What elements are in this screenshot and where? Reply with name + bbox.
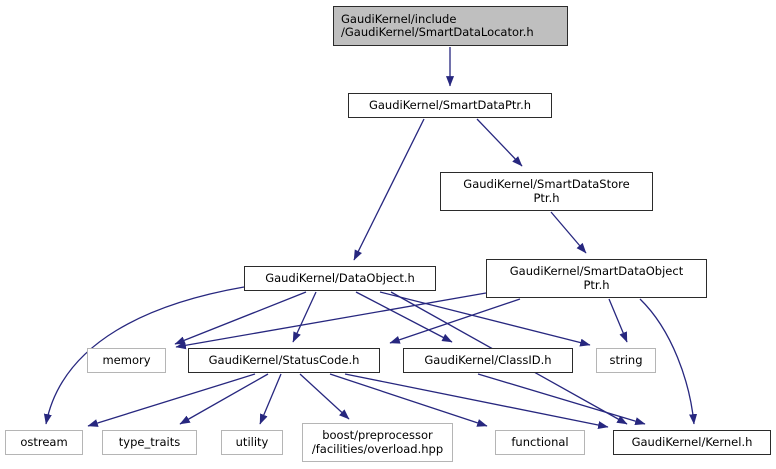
graph-node-memory[interactable]: memory <box>87 348 166 373</box>
edge-statuscode-to-kernel <box>344 373 609 429</box>
edge-smartdataobject-to-statuscode <box>389 298 521 344</box>
graph-node-statuscode[interactable]: GaudiKernel/StatusCode.h <box>188 348 380 373</box>
graph-node-classid[interactable]: GaudiKernel/ClassID.h <box>403 348 573 373</box>
graph-node-kernel[interactable]: GaudiKernel/Kernel.h <box>613 430 771 455</box>
edge-smartdataptr-to-dataobject <box>353 118 425 261</box>
edge-dataobject-to-classid <box>355 291 453 343</box>
graph-node-ostream[interactable]: ostream <box>5 430 83 455</box>
graph-node-smartdataptr[interactable]: GaudiKernel/SmartDataPtr.h <box>348 93 552 118</box>
edge-statuscode-to-type_traits <box>179 373 269 425</box>
graph-node-functional[interactable]: functional <box>495 430 585 455</box>
graph-node-utility[interactable]: utility <box>221 430 283 455</box>
edge-dataobject-to-ostream <box>43 286 245 425</box>
graph-node-smartdataobject[interactable]: GaudiKernel/SmartDataObject Ptr.h <box>486 259 707 298</box>
edge-statuscode-to-functional <box>329 373 488 427</box>
edge-smartdataobject-to-memory <box>175 292 487 350</box>
edge-dataobject-to-memory <box>174 291 307 345</box>
graph-node-root[interactable]: GaudiKernel/include /GaudiKernel/SmartDa… <box>333 6 568 46</box>
edge-smartdataobject-to-string <box>608 298 628 343</box>
edge-statuscode-to-utility <box>259 373 282 425</box>
graph-node-string[interactable]: string <box>596 348 656 373</box>
edge-smartdatastore-to-smartdataobject <box>550 211 587 254</box>
graph-node-smartdatastore[interactable]: GaudiKernel/SmartDataStore Ptr.h <box>440 172 653 211</box>
edge-smartdataptr-to-smartdatastore <box>476 118 523 167</box>
edge-dataobject-to-statuscode <box>292 291 317 343</box>
edge-statuscode-to-boost <box>299 373 350 420</box>
graph-node-boost[interactable]: boost/preprocessor /facilities/overload.… <box>302 423 453 462</box>
edge-smartdataobject-to-kernel <box>639 298 698 425</box>
edge-dataobject-to-string <box>379 291 591 347</box>
graph-node-dataobject[interactable]: GaudiKernel/DataObject.h <box>244 266 436 291</box>
graph-node-type_traits[interactable]: type_traits <box>102 430 197 455</box>
edge-classid-to-kernel <box>477 373 646 426</box>
edge-statuscode-to-ostream <box>87 373 256 427</box>
